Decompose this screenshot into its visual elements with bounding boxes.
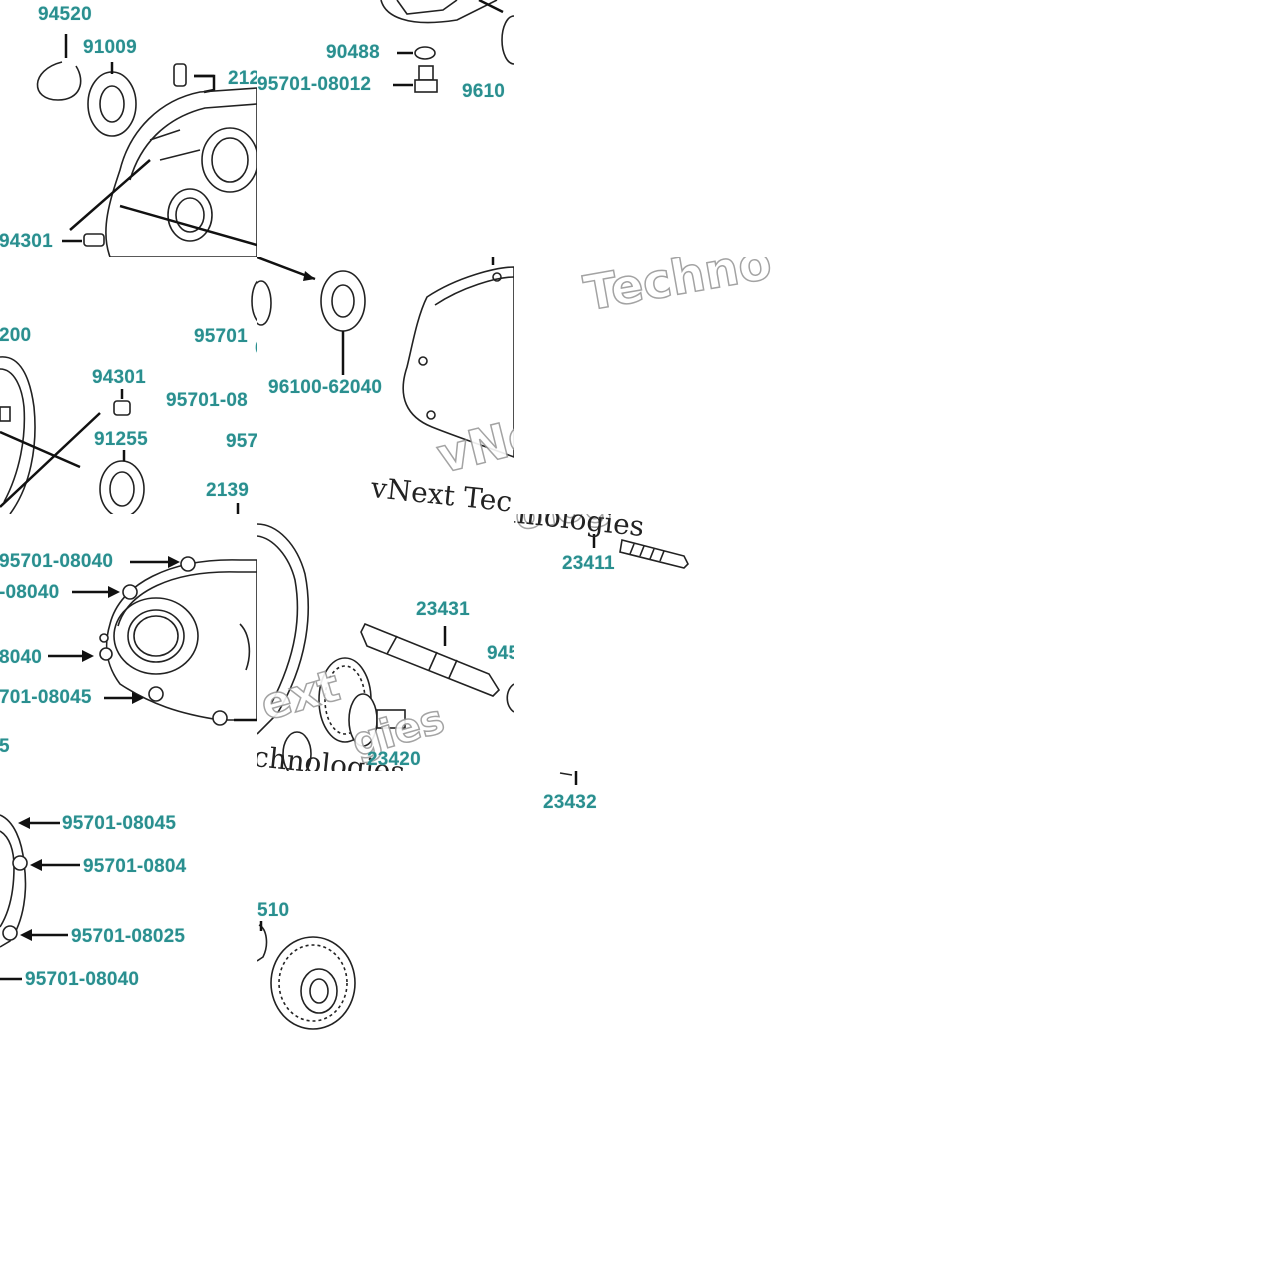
part-label: 95701-08012 [257, 74, 372, 95]
fragment-drawing [559, 771, 578, 785]
part-label: 5 [0, 736, 10, 757]
part-label: 8040 [0, 647, 43, 668]
part-label: 95701-08045 [62, 813, 177, 834]
part-label: 95701-08040 [0, 551, 114, 572]
part-label: 95701-08 [166, 390, 248, 411]
part-label: 91009 [83, 37, 137, 58]
bearing-gasket-drawing [257, 257, 514, 458]
part-label: -08040 [0, 582, 60, 603]
diagram-tile-bearing-gasket: vNe vNext Tec 96100-62040 [257, 257, 514, 514]
bearing-shape [87, 71, 137, 137]
case-side-drawing [0, 280, 257, 514]
part-label: 94301 [0, 231, 53, 252]
shaft-end-shape [619, 539, 689, 569]
diagram-tile-shaft-end: olog hnologies 23411 [514, 514, 771, 771]
diagram-tile-cover-bolts: 95701-08045 95701-0804 95701-08025 95701… [0, 771, 205, 1011]
part-label: 23411 [562, 553, 615, 574]
part-label: 510 [257, 900, 290, 921]
bottom-gear-drawing [257, 921, 356, 1030]
diagram-tile-cover: 95701-08040 -08040 8040 701-08045 5 [0, 514, 257, 771]
cover-bolts-drawing [0, 814, 80, 981]
gasket-shape [402, 266, 514, 458]
part-label: 91255 [94, 429, 148, 450]
part-label: 23431 [416, 599, 470, 620]
cover-drawing [48, 556, 257, 726]
part-label: 23432 [543, 792, 597, 813]
part-label: 90488 [326, 42, 380, 63]
diagram-tile-shaft-gear: ext gies chnologies 23431 945 23420 [257, 514, 514, 771]
shaft-end-drawing [592, 534, 689, 569]
shaft-shape [360, 622, 501, 697]
case-body [105, 87, 257, 257]
watermark-outline: Techno [579, 257, 771, 323]
bearing-shape [320, 270, 366, 332]
part-label: 0-63040 [255, 339, 257, 358]
part-label: 95701-08040 [25, 969, 140, 990]
circlip-shape [36, 61, 82, 101]
diagram-tile-watermark: Techno [514, 257, 771, 514]
part-label: 95701 [194, 326, 248, 347]
diagram-tile-bottom-gear: 510 [257, 895, 377, 1035]
diagram-tile-fragment: 23432 [540, 771, 620, 821]
part-label: 212 [228, 68, 257, 89]
part-label: 23420 [367, 749, 421, 770]
part-label: 94301 [92, 367, 146, 388]
crankcase-drawing [36, 34, 257, 257]
diagram-tile-crankcase: 94520 91009 212 94301 [0, 0, 257, 257]
part-label: 94520 [38, 4, 92, 25]
part-label: 200 [0, 325, 32, 346]
part-label: 2139 [206, 480, 250, 501]
part-label: 9610 [462, 81, 506, 102]
part-label: 957 [226, 431, 257, 452]
diagram-tile-drain-plug: 90488 95701-08012 9610 [257, 0, 514, 257]
part-label: 96100-62040 [268, 377, 383, 398]
part-label: 95701-0804 [83, 856, 187, 877]
shaft-gear-drawing [257, 523, 514, 771]
diagram-tile-case-side: 200 95701 0-63040 94301 95701-08 91255 9… [0, 257, 257, 514]
part-label: 945 [487, 643, 514, 664]
part-label: 95701-08025 [71, 926, 186, 947]
cover-outline [105, 559, 257, 721]
part-label: 701-08045 [0, 687, 92, 708]
drain-plug-drawing [380, 0, 514, 93]
